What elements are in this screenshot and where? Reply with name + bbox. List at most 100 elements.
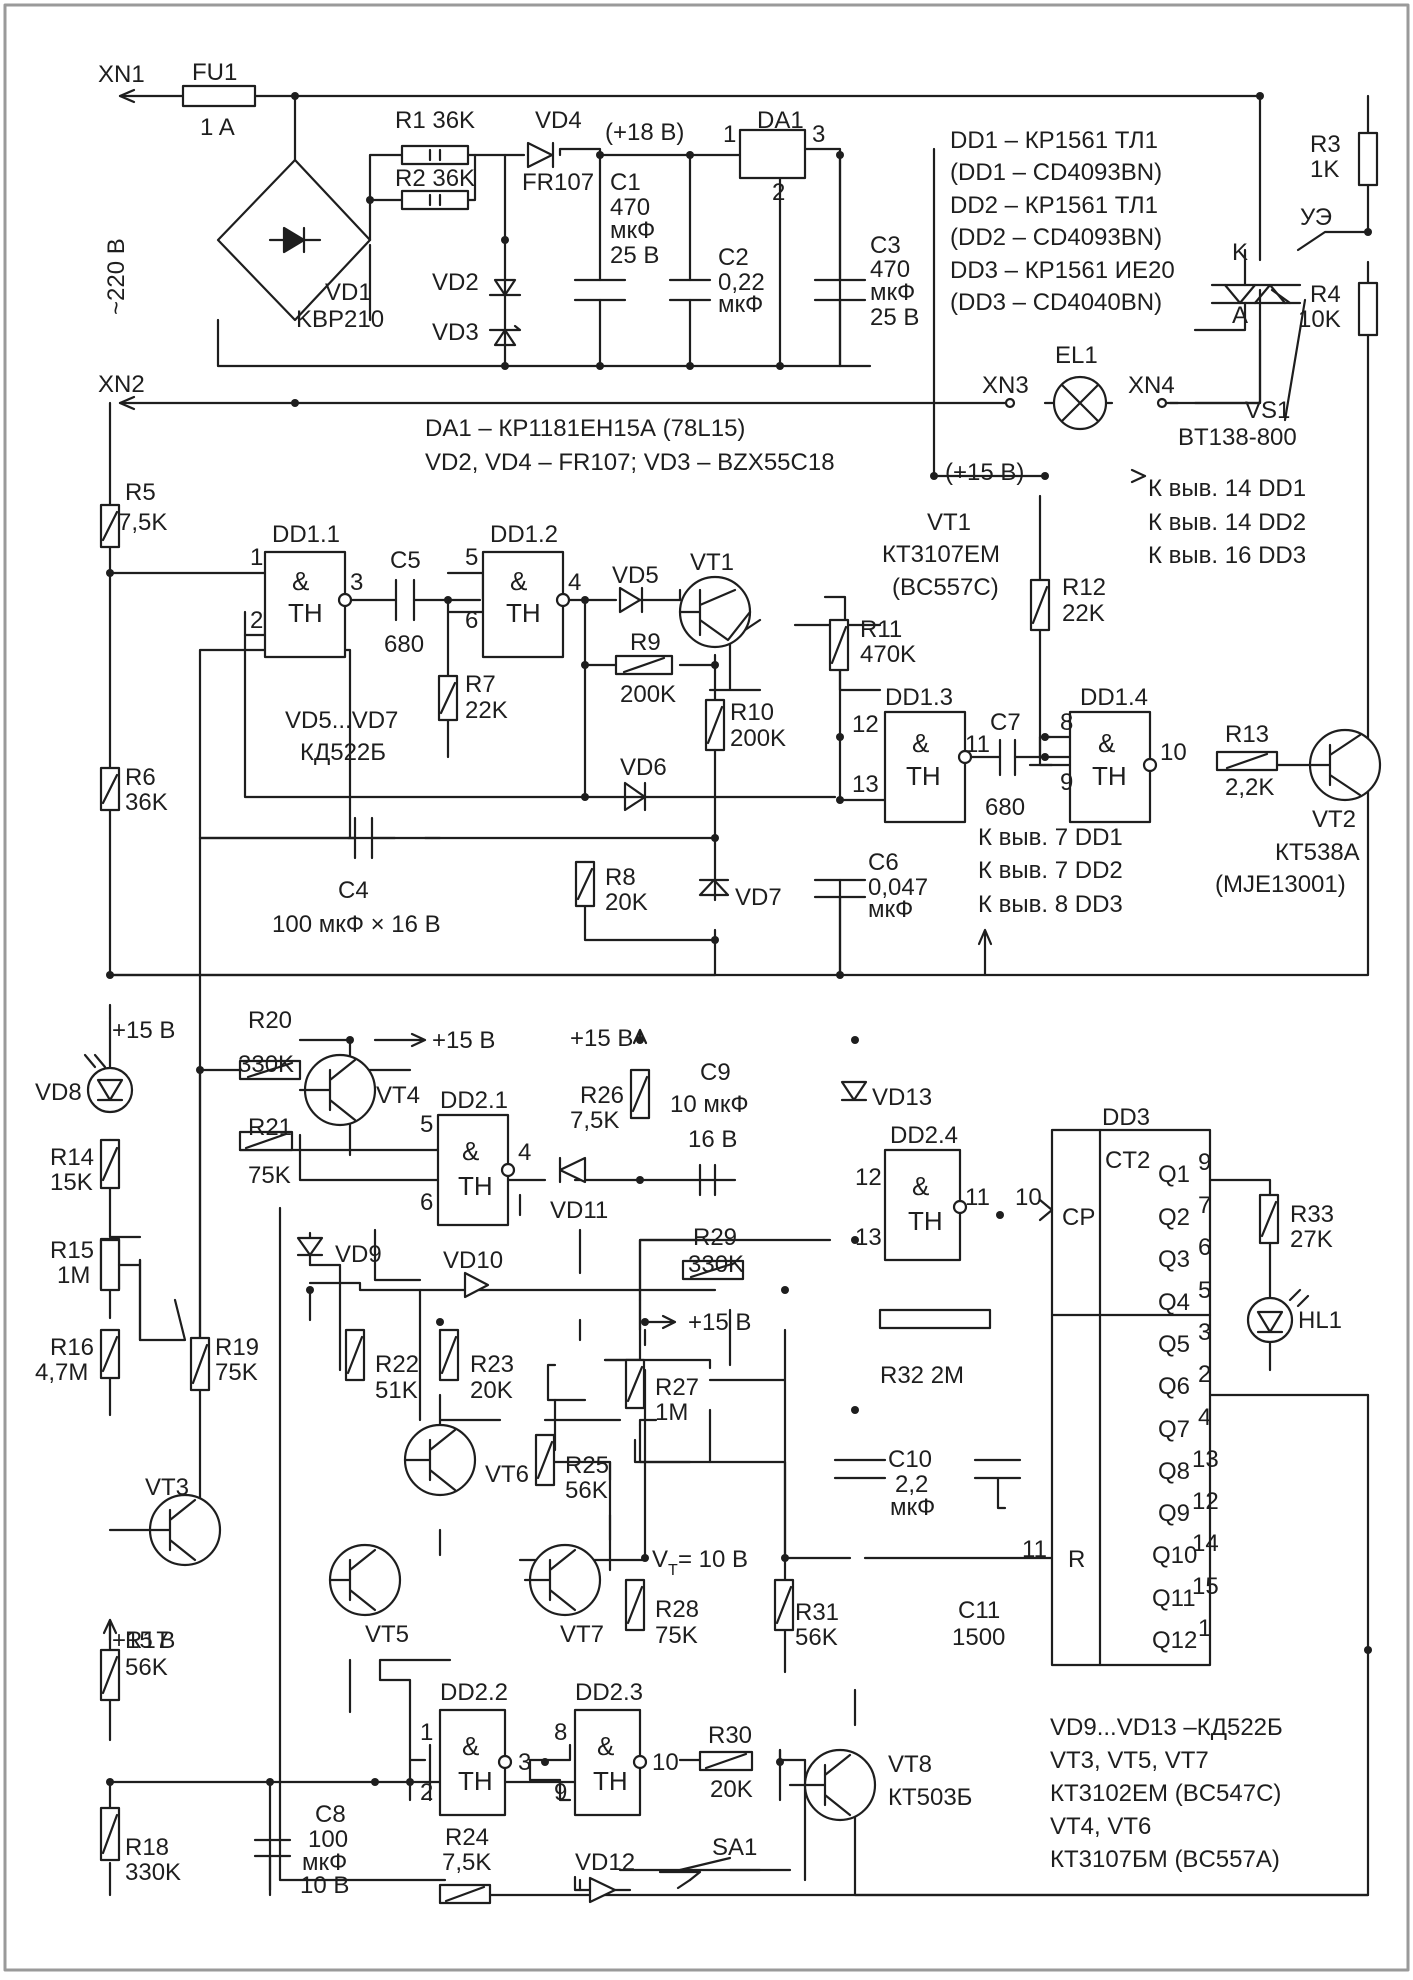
label-c1: C1 <box>610 169 641 196</box>
label-vd9: VD9 <box>335 1241 382 1268</box>
label-vt2: VT2 <box>1312 806 1356 833</box>
label-r9: R9 <box>630 629 661 656</box>
q5: Q5 <box>1158 1331 1190 1358</box>
to7-line1: К выв. 7 DD1 <box>978 824 1123 851</box>
label-vt5: VT5 <box>365 1621 409 1648</box>
label-p15-e: +15 В <box>112 1627 175 1654</box>
label-r31-v: 56K <box>795 1624 838 1651</box>
label-vt8: VT8 <box>888 1751 932 1778</box>
q2: Q2 <box>1158 1204 1190 1231</box>
label-r29: R29 <box>693 1224 737 1251</box>
label-r32: R32 2M <box>880 1362 964 1389</box>
label-r19-v: 75K <box>215 1359 258 1386</box>
pin-dd24-12: 12 <box>855 1164 882 1191</box>
cap-c6 <box>813 878 867 977</box>
label-triac-a: A <box>1232 302 1248 329</box>
frame <box>3 3 1410 1972</box>
gate-dd13-th: TH <box>906 761 941 791</box>
label-r29-v: 330K <box>688 1251 744 1278</box>
label-vd4-type: FR107 <box>522 169 594 196</box>
label-r25: R25 <box>565 1452 609 1479</box>
label-r5: R5 <box>125 479 156 506</box>
label-vd7: VD7 <box>735 884 782 911</box>
label-r24: R24 <box>445 1824 489 1851</box>
pin-dd14-10: 10 <box>1160 739 1187 766</box>
counter-dd3 <box>1050 1128 1212 1667</box>
label-plus15: (+15 В) <box>945 459 1024 486</box>
label-r33: R33 <box>1290 1201 1334 1228</box>
gate-dd22-and: & <box>462 1731 479 1761</box>
legend1-line5: DD3 – КР1561 ИЕ20 <box>950 257 1175 284</box>
label-vd4: VD4 <box>535 107 582 134</box>
pin-dd12-6: 6 <box>465 607 478 634</box>
label-hl1: HL1 <box>1298 1307 1342 1334</box>
vt1-note-3: (BC557C) <box>892 574 999 601</box>
switch-sa1 <box>678 1856 762 1872</box>
to14-line2: К выв. 14 DD2 <box>1148 509 1306 536</box>
qpin-6: 2 <box>1198 1361 1211 1388</box>
q7: Q7 <box>1158 1416 1190 1443</box>
capacitors-psu <box>573 278 867 302</box>
terminal-arrows <box>118 88 136 411</box>
qpin-4: 5 <box>1198 1277 1211 1304</box>
zener-vd3 <box>488 324 522 347</box>
pin-dd11-3: 3 <box>350 569 363 596</box>
label-c6-v1: 0,047 <box>868 874 928 901</box>
label-plus18: (+18 В) <box>605 119 684 146</box>
gate-dd23-and: & <box>597 1731 614 1761</box>
regulator-da1 <box>738 128 807 180</box>
label-vt8-type: КТ503Б <box>888 1784 972 1811</box>
dd3-dividers <box>1050 1128 1212 1667</box>
label-p15-a: +15 В <box>112 1017 175 1044</box>
pin-dd12-5: 5 <box>465 544 478 571</box>
label-dd3: DD3 <box>1102 1104 1150 1131</box>
label-dd14: DD1.4 <box>1080 684 1148 711</box>
vt1-note-1: VT1 <box>927 509 971 536</box>
legend2-line4: VT4, VT6 <box>1050 1813 1151 1840</box>
label-r8: R8 <box>605 864 636 891</box>
to14-line1: К выв. 14 DD1 <box>1148 475 1306 502</box>
label-c9: C9 <box>700 1059 731 1086</box>
label-r22: R22 <box>375 1351 419 1378</box>
label-vd2: VD2 <box>432 269 479 296</box>
label-mains: ~220 В <box>103 238 130 315</box>
lower-diodes <box>296 1080 868 1904</box>
vt1-note-2: КТ3107ЕМ <box>882 541 1000 568</box>
label-sa1: SA1 <box>712 1834 757 1861</box>
q1: Q1 <box>1158 1161 1190 1188</box>
label-vt-val: = 10 В <box>678 1546 748 1573</box>
label-da1-pin2: 2 <box>772 179 785 206</box>
label-vs1-type: BT138-800 <box>1178 424 1297 451</box>
label-c11: C11 <box>958 1597 1000 1624</box>
label-c2: C2 <box>718 244 749 271</box>
led-hl1 <box>1208 1178 1310 1372</box>
gate-dd12-and: & <box>510 566 527 596</box>
label-r13-v: 2,2K <box>1225 774 1274 801</box>
label-vt-sub: T <box>668 1562 678 1579</box>
label-r10-v: 200K <box>730 725 786 752</box>
label-c11-v: 1500 <box>952 1624 1005 1651</box>
label-dd23: DD2.3 <box>575 1679 643 1706</box>
label-r9-v: 200K <box>620 681 676 708</box>
bridge-vd1 <box>268 226 322 254</box>
qpin-7: 4 <box>1198 1404 1211 1431</box>
label-r6-v: 36K <box>125 789 168 816</box>
label-r15-v: 1M <box>57 1262 90 1289</box>
label-ct2: CT2 <box>1105 1147 1150 1174</box>
label-r20: R20 <box>248 1007 292 1034</box>
label-da1: DA1 <box>757 107 804 134</box>
pin-dd11-2: 2 <box>250 607 263 634</box>
label-r15: R15 <box>50 1237 94 1264</box>
pin-dd21-5: 5 <box>420 1111 433 1138</box>
label-p15-b: +15 В <box>432 1027 495 1054</box>
label-c8-v1: 100 <box>308 1826 348 1853</box>
legend1-line4: (DD2 – CD4093BN) <box>950 224 1162 251</box>
label-c7: C7 <box>990 709 1021 736</box>
label-c7-v: 680 <box>985 794 1025 821</box>
pin-dd24-13: 13 <box>855 1224 882 1251</box>
label-c5: C5 <box>390 547 421 574</box>
label-vd6: VD6 <box>620 754 667 781</box>
legend1-line2: (DD1 – CD4093BN) <box>950 159 1162 186</box>
label-r23: R23 <box>470 1351 514 1378</box>
